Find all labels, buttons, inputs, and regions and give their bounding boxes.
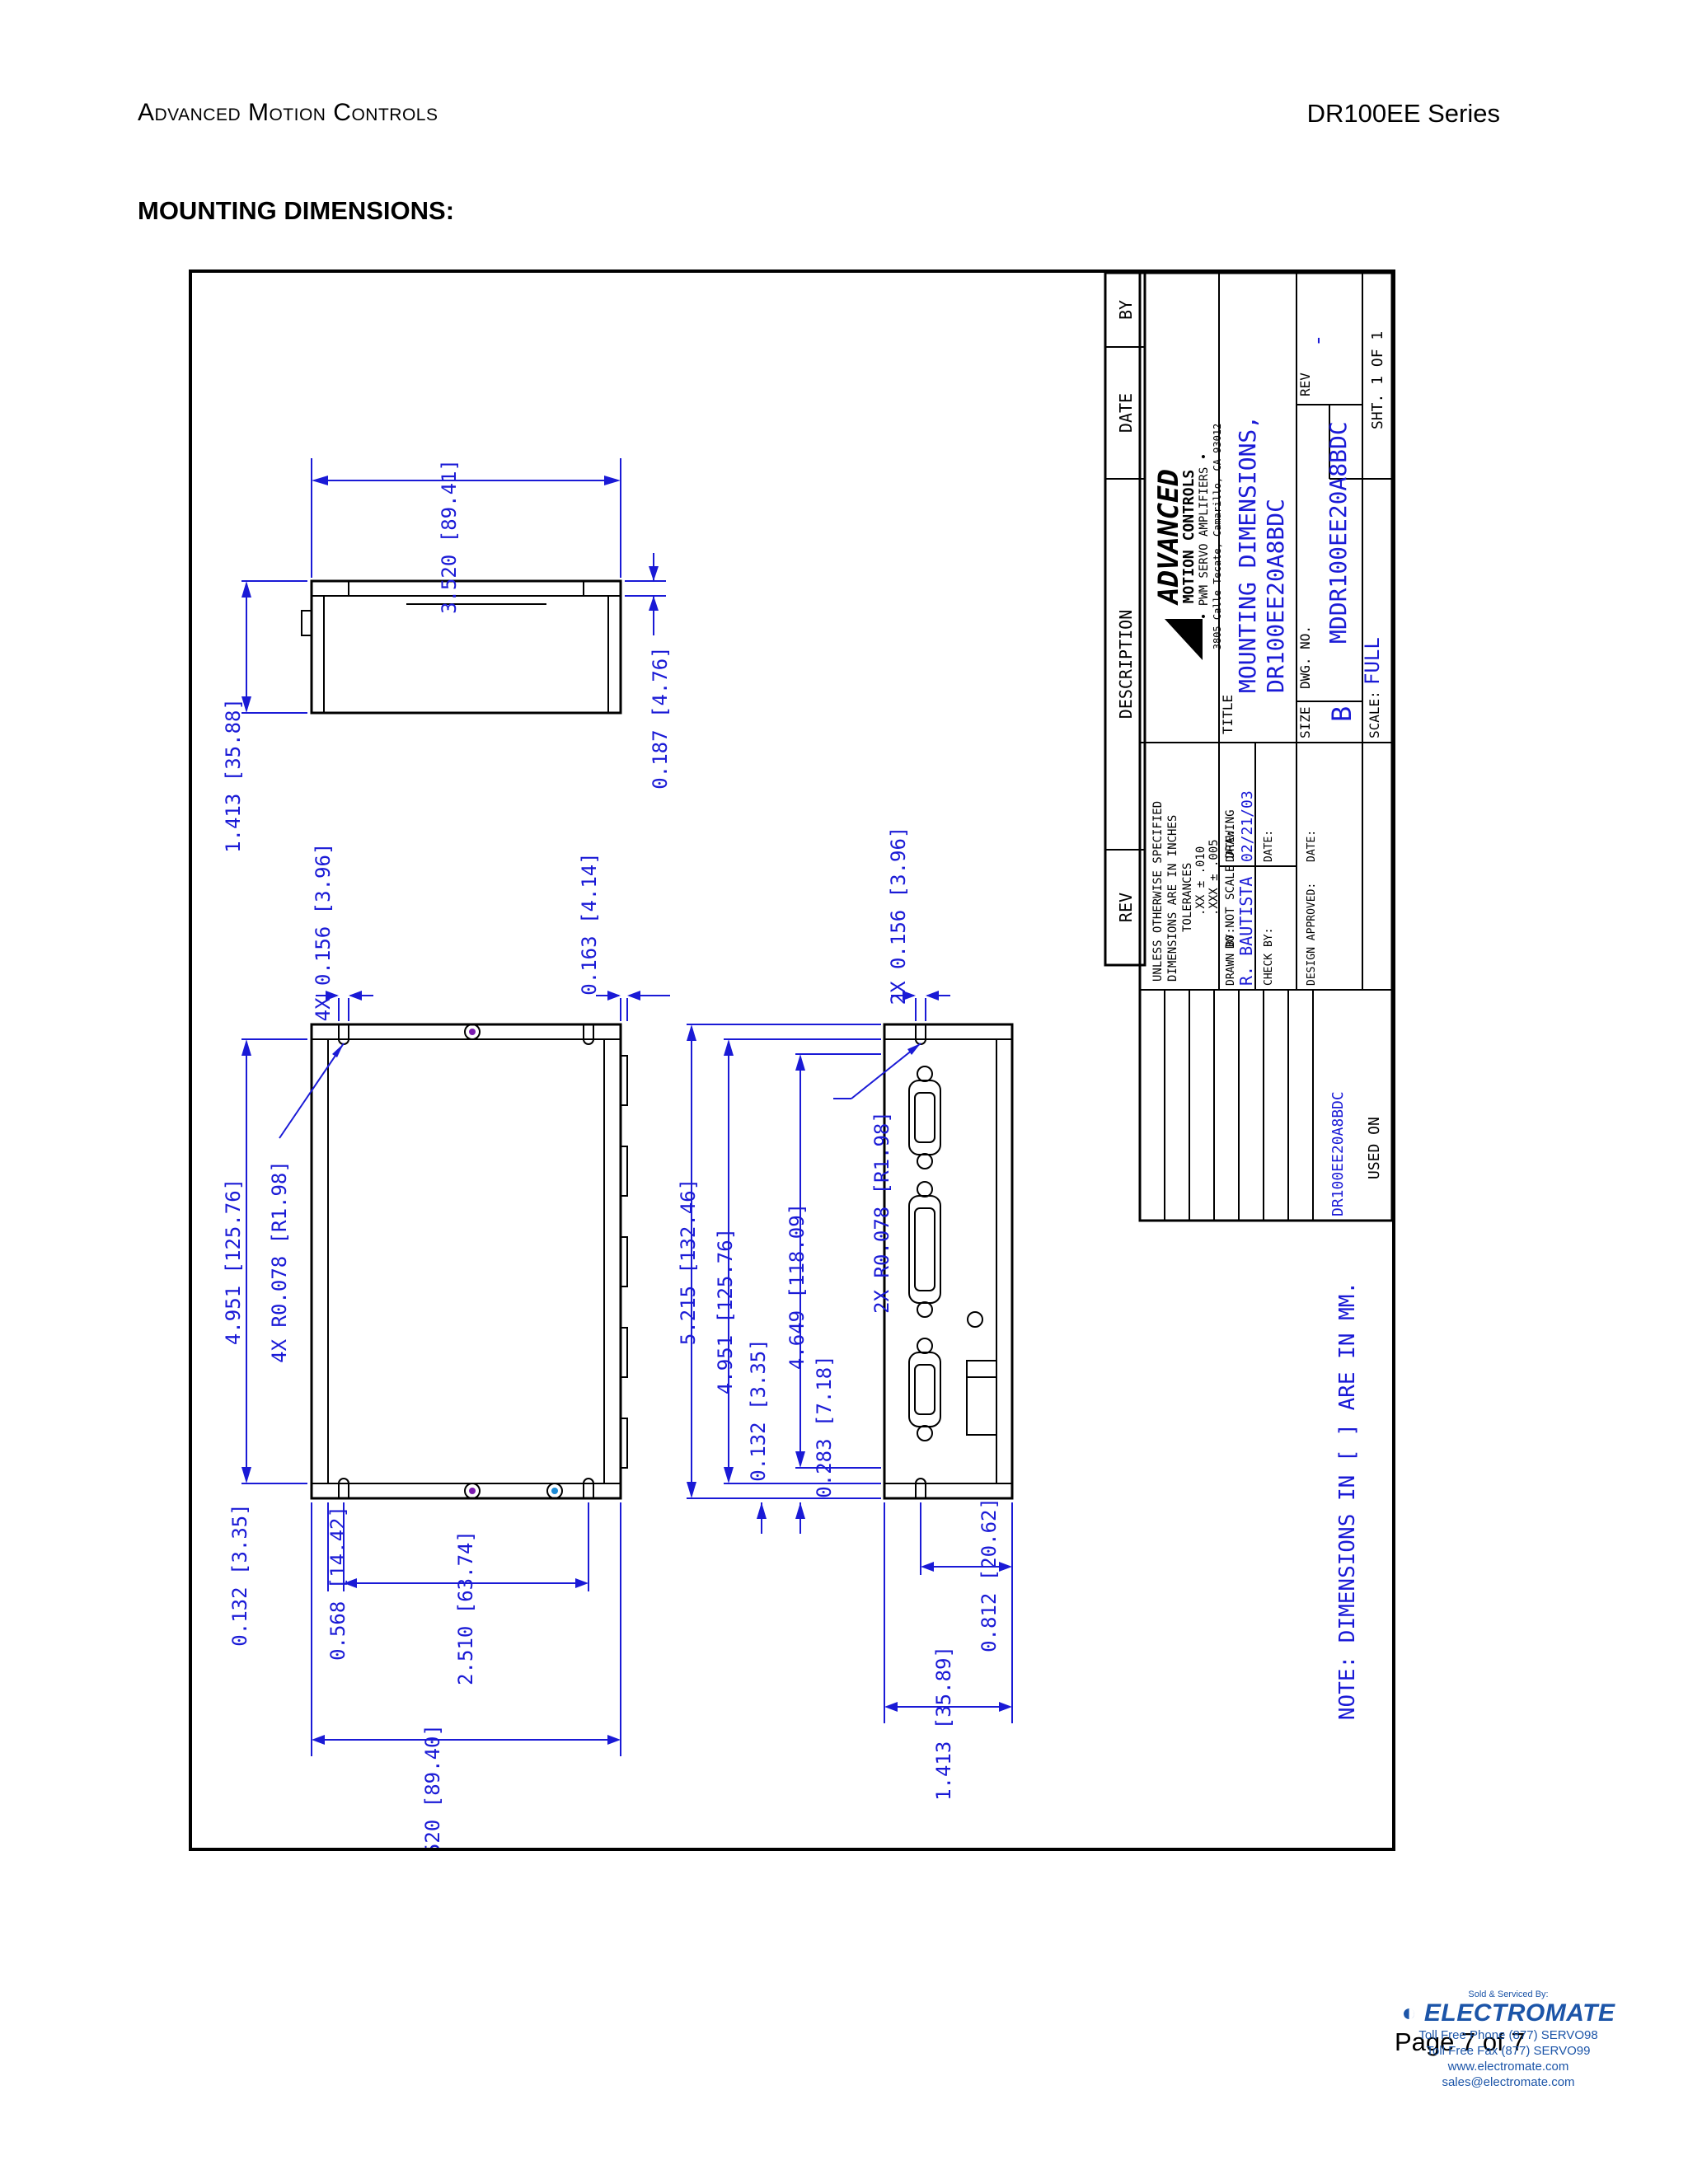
vendor-phone: Toll Free Phone (877) SERVO98 (1418, 2028, 1598, 2042)
vendor-name: ELECTROMATE (1423, 1999, 1615, 2027)
used-on-value: DR100EE20A8BDC (1329, 1091, 1347, 1216)
vendor-brand: ◐ ELECTROMATE (1385, 1999, 1632, 2027)
section-title: MOUNTING DIMENSIONS: (138, 196, 455, 225)
end-inner-label: 4.649 [118.09] (785, 1203, 809, 1370)
top-length-label: 4.951 [125.76] (222, 1179, 245, 1345)
tolerance-line-1: UNLESS OTHERWISE SPECIFIED (1151, 801, 1165, 982)
title-label: TITLE (1220, 695, 1236, 734)
check-date-label: DATE: (1263, 830, 1275, 862)
date-header: DATE (1116, 393, 1136, 433)
tolerance-line-5: .XXX ± .005 (1207, 839, 1221, 916)
vendor-fax: Toll Free Fax (877) SERVO99 (1426, 2044, 1591, 2058)
end-offset-b-label: 0.283 [7.18] (813, 1355, 836, 1497)
company-header: Advanced Motion Controls (138, 99, 438, 126)
dimension-labels: 3.520 [89.41] 1.413 [35.88] 0.187 [4.76]… (222, 459, 1360, 1848)
drawing-canvas: 3.520 [89.41] 1.413 [35.88] 0.187 [4.76]… (222, 273, 1392, 1848)
drawing-note: NOTE: DIMENSIONS IN [ ] ARE IN MM. (1335, 1282, 1360, 1720)
check-by-label: CHECK BY: (1263, 928, 1275, 986)
approved-date-label: DATE: (1306, 830, 1318, 862)
rev-header: REV (1116, 893, 1136, 922)
vendor-email[interactable]: sales@electromate.com (1442, 2075, 1575, 2089)
side-height-label: 1.413 [35.88] (222, 698, 245, 853)
vendor-stamp: Sold & Serviced By: ◐ ELECTROMATE Toll F… (1385, 1990, 1632, 2090)
used-on-label: USED ON (1366, 1117, 1383, 1179)
company-address: 3805 Calle Tecate, Camarillo, CA 93012 (1212, 424, 1223, 650)
drawing-title-2: DR100EE20A8BDC (1262, 499, 1289, 693)
company-brand2: MOTION CONTROLS (1180, 470, 1198, 604)
drawn-by-value: R. BAUTISTA (1236, 877, 1256, 986)
tolerance-line-2: DIMENSIONS ARE IN INCHES (1166, 815, 1179, 982)
design-approved-label: DESIGN APPROVED: (1306, 883, 1318, 986)
side-view (241, 458, 666, 715)
electromate-logo-icon: ◐ (1401, 1999, 1424, 2027)
scale-label: SCALE: (1367, 691, 1382, 738)
base-offset-label: 0.132 [3.35] (228, 1503, 251, 1646)
tolerance-line-6: DO NOT SCALE DRAWING (1224, 809, 1237, 949)
edge-offset-label: 0.163 [4.14] (578, 852, 601, 995)
drawing-title-1: MOUNTING DIMENSIONS, (1234, 415, 1261, 693)
end-offset-a-label: 0.132 [3.35] (747, 1338, 770, 1481)
date-label: DATE: (1225, 830, 1237, 862)
by-header: BY (1116, 300, 1136, 320)
title-block: BY DATE DESCRIPTION REV ADVANCED MOTION … (1104, 273, 1392, 1222)
mechanical-drawing: 3.520 [89.41] 1.413 [35.88] 0.187 [4.76]… (189, 269, 1395, 1851)
size-label: SIZE (1297, 706, 1313, 738)
page-number: Page 7 of 7 (1395, 2027, 1526, 2056)
rev-value: - (1306, 334, 1330, 347)
top-view (241, 991, 670, 1756)
dwg-label: DWG. NO. (1297, 626, 1313, 689)
rev-label: REV (1297, 373, 1313, 396)
sheet-number: SHT. 1 OF 1 (1369, 331, 1386, 429)
end-radius-label: 2X R0.078 [R1.98] (870, 1111, 893, 1314)
vendor-web[interactable]: www.electromate.com (1447, 2060, 1569, 2074)
series-header: DR100EE Series (1306, 99, 1500, 128)
company-logo: ADVANCED (1152, 469, 1185, 606)
tolerance-line-3: TOLERANCES (1181, 863, 1194, 932)
vendor-sold: Sold & Serviced By: (1468, 1990, 1549, 1999)
side-width-label: 3.520 [89.41] (438, 459, 461, 614)
drawn-date: 02/21/03 (1239, 790, 1256, 862)
overall-width-label: 3.520 [89.40] (421, 1724, 444, 1848)
top-radius-label: 4X R0.078 [R1.98] (268, 1160, 291, 1363)
size-value: B (1326, 706, 1357, 722)
end-length-label: 4.951 [125.76] (714, 1228, 737, 1394)
end-width-label: 1.413 [35.89] (932, 1646, 955, 1801)
hole-spacing-label: 2.510 [63.74] (454, 1530, 477, 1685)
end-overall-label: 5.215 [132.46] (677, 1179, 700, 1345)
top-slot-label: 4X 0.156 [3.96] (312, 843, 335, 1022)
company-tagline: • PWM SERVO AMPLIFIERS • (1198, 453, 1211, 620)
dwg-value: MDDR100EE20A8BDC (1325, 421, 1352, 644)
flange-label: 0.187 [4.76] (649, 646, 672, 789)
end-depth-label: 0.812 [20.62] (978, 1497, 1001, 1652)
tolerance-line-4: .XX ± .010 (1194, 846, 1207, 916)
drawn-by-label: DRAWN BY: (1225, 928, 1237, 986)
hole-offset-label: 0.568 [14.42] (326, 1506, 349, 1661)
scale-value: FULL (1361, 637, 1384, 685)
end-slot-label: 2X 0.156 [3.96] (887, 827, 910, 1005)
end-view (687, 991, 1014, 1723)
description-header: DESCRIPTION (1116, 610, 1136, 719)
